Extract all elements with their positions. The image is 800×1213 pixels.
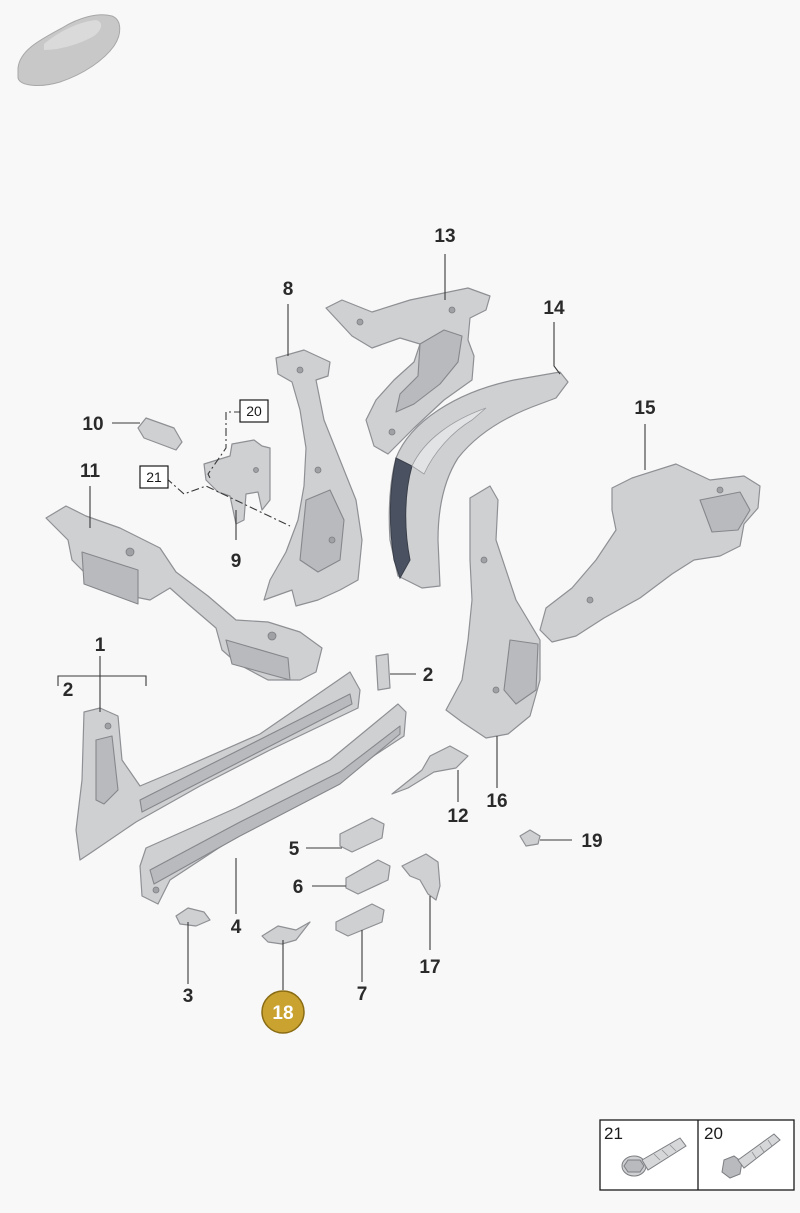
- callout-11[interactable]: 11: [80, 461, 101, 482]
- callout-2-left[interactable]: 2: [63, 680, 74, 701]
- callout-19[interactable]: 19: [581, 831, 602, 852]
- part-14-wheel-arch[interactable]: [388, 371, 569, 589]
- boxed-callout-20-label: 20: [246, 403, 262, 419]
- leader-lines: [57, 254, 646, 990]
- callout-1[interactable]: 1: [95, 635, 106, 656]
- callout-4[interactable]: 4: [231, 917, 242, 938]
- callout-12[interactable]: 12: [447, 806, 468, 827]
- callout-15[interactable]: 15: [634, 398, 656, 419]
- part-10-block[interactable]: [137, 417, 183, 451]
- callout-2-right[interactable]: 2: [423, 665, 434, 686]
- part-15-rear-quarter[interactable]: [539, 463, 761, 643]
- part-11-cross-member[interactable]: [45, 505, 323, 681]
- fastener-20-label: 20: [704, 1124, 723, 1143]
- part-19-clip[interactable]: [519, 829, 541, 847]
- boxed-callout-21[interactable]: 21: [139, 465, 169, 489]
- part-18-plate[interactable]: [261, 921, 311, 945]
- fasteners-panel: 21 20: [599, 1119, 795, 1191]
- callout-17[interactable]: 17: [419, 957, 440, 978]
- fastener-cell-20[interactable]: 20: [704, 1124, 781, 1179]
- callout-18-label: 18: [272, 1003, 293, 1024]
- boxed-callout-20[interactable]: 20: [239, 399, 269, 423]
- part-16-c-pillar[interactable]: [445, 485, 541, 739]
- part-1-side-panel[interactable]: [75, 671, 361, 861]
- part-2-small-bracket[interactable]: [375, 653, 391, 691]
- fastener-21-label: 21: [604, 1124, 623, 1143]
- fastener-cell-21[interactable]: 21: [604, 1124, 687, 1177]
- callout-10[interactable]: 10: [82, 414, 103, 435]
- part-12-trim-strip[interactable]: [391, 745, 469, 795]
- bolt-with-washer-icon: [621, 1137, 687, 1177]
- callout-13[interactable]: 13: [434, 226, 455, 247]
- callout-7[interactable]: 7: [357, 984, 368, 1005]
- part-17-angled-bracket[interactable]: [401, 853, 441, 901]
- part-8-b-pillar[interactable]: [263, 349, 363, 607]
- callout-18-highlighted[interactable]: 18: [261, 990, 305, 1034]
- callout-3[interactable]: 3: [183, 986, 194, 1007]
- boxed-callout-21-label: 21: [146, 469, 162, 485]
- callout-9[interactable]: 9: [231, 551, 242, 572]
- car-silhouette-icon: [17, 14, 121, 86]
- part-3-plate[interactable]: [175, 907, 211, 927]
- part-6-block[interactable]: [345, 859, 391, 895]
- part-5-block[interactable]: [339, 817, 385, 853]
- callout-8[interactable]: 8: [283, 279, 294, 300]
- part-13-upper-rail[interactable]: [325, 287, 491, 455]
- callout-16[interactable]: 16: [486, 791, 507, 812]
- callout-14[interactable]: 14: [543, 298, 565, 319]
- hex-bolt-icon: [721, 1133, 781, 1179]
- part-7-block[interactable]: [335, 903, 385, 937]
- callout-6[interactable]: 6: [293, 877, 304, 898]
- part-4-sill-panel[interactable]: [139, 703, 407, 905]
- callout-5[interactable]: 5: [289, 839, 300, 860]
